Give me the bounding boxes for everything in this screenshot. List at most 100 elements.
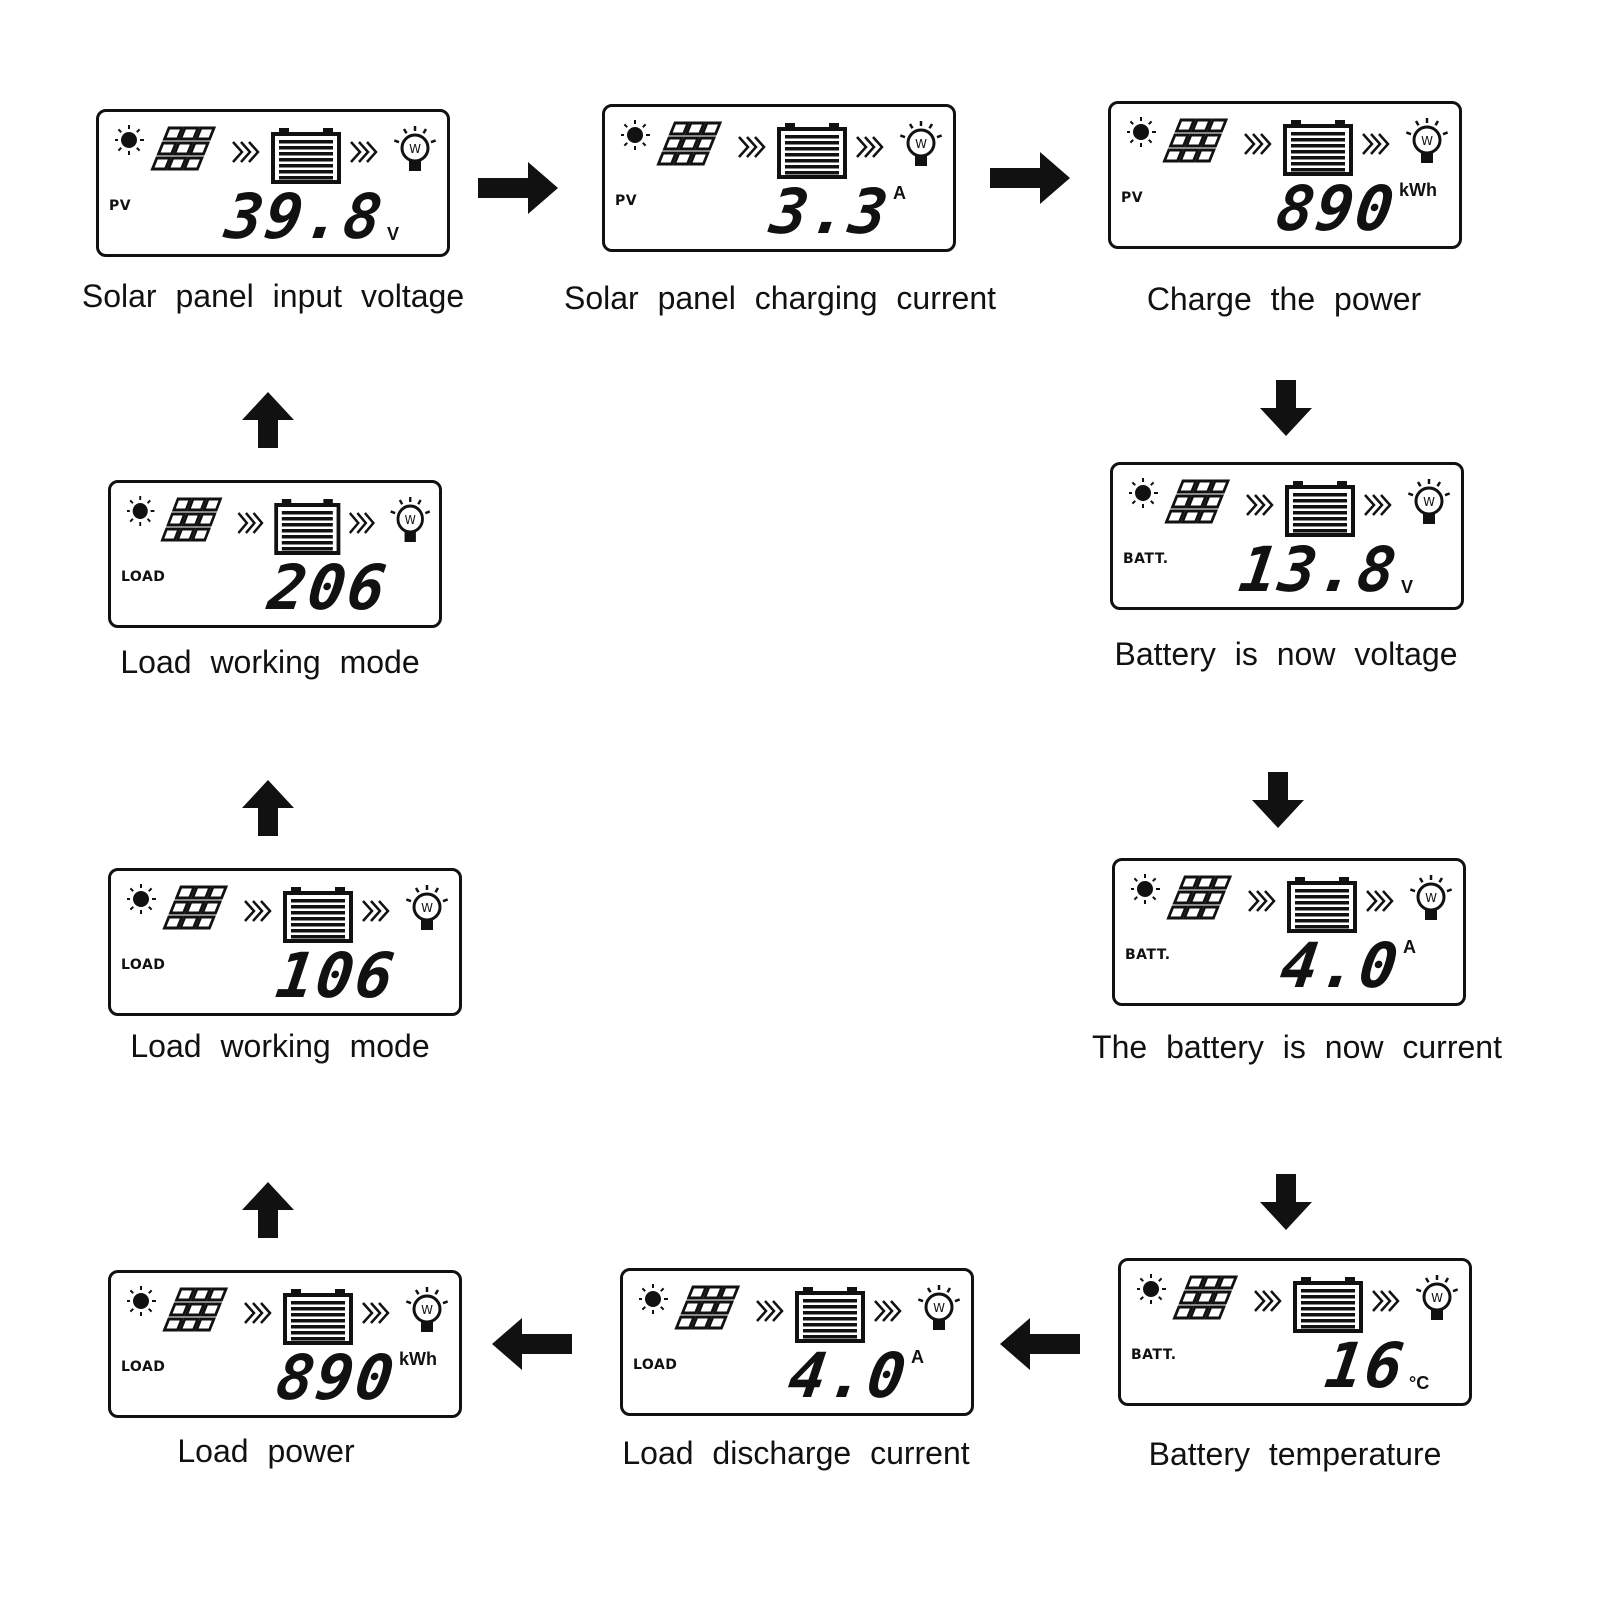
reading-value: 106 [271, 939, 401, 1012]
lcd-panel-batt-voltage: W BATT. 13.8 V [1110, 462, 1464, 610]
sun-icon [126, 1286, 156, 1316]
mode-label: PV [1121, 190, 1144, 206]
reading-value: 16 [1321, 1329, 1411, 1402]
status-icons-row: W [1126, 110, 1449, 176]
solar-panel-icon [674, 1285, 741, 1330]
reading-value: 13.8 [1234, 533, 1403, 606]
bulb-icon: W [405, 885, 449, 930]
bulb-icon: W [899, 121, 943, 166]
flow-chevrons-icon [1364, 494, 1392, 516]
battery-icon [274, 499, 341, 555]
solar-panel-icon [1162, 118, 1229, 163]
reading-unit: kWh [399, 1349, 437, 1369]
svg-text:W: W [409, 142, 421, 156]
bulb-icon: W [393, 126, 437, 171]
solar-panel-icon [162, 1287, 229, 1332]
solar-panel-icon [160, 497, 223, 542]
svg-text:W: W [1431, 1291, 1443, 1305]
status-icons-row: W [1130, 867, 1453, 933]
status-icons-row: W [1128, 471, 1451, 537]
flow-chevrons-icon [874, 1300, 902, 1322]
solar-panel-icon [1172, 1275, 1239, 1320]
lcd-panel-pv-energy: W PV 890 kWh [1108, 101, 1462, 249]
mode-label: LOAD [121, 1359, 166, 1375]
reading-value: 890 [1271, 172, 1401, 245]
svg-text:W: W [421, 1303, 433, 1317]
flow-arrow-down [1252, 772, 1304, 828]
bulb-icon: W [390, 497, 431, 542]
caption-load-power: Load power [177, 1433, 355, 1469]
lcd-panel-batt-temp: W BATT. 16 °C [1118, 1258, 1472, 1406]
bulb-icon: W [1405, 118, 1449, 163]
flow-chevrons-icon [756, 1300, 784, 1322]
solar-panel-icon [656, 121, 723, 166]
status-icons-row: W [1136, 1267, 1459, 1333]
reading-value: 4.0 [1275, 929, 1405, 1002]
bulb-icon: W [405, 1287, 449, 1332]
lcd-panel-load-mode-106: W LOAD 106 [108, 868, 462, 1016]
battery-icon [777, 123, 847, 179]
reading-unit: A [893, 183, 906, 203]
caption-batt-temp: Battery temperature [1148, 1436, 1442, 1472]
sun-icon [1136, 1274, 1166, 1304]
flow-chevrons-icon [232, 141, 260, 163]
sun-icon [1128, 478, 1158, 508]
flow-chevrons-icon [362, 900, 390, 922]
sun-icon [126, 496, 155, 526]
bulb-icon: W [1415, 1275, 1459, 1320]
mode-label: PV [615, 193, 638, 209]
flow-chevrons-icon [1372, 1290, 1400, 1312]
solar-panel-icon [162, 885, 229, 930]
flow-chevrons-icon [244, 1302, 272, 1324]
sun-icon [1130, 874, 1160, 904]
lcd-panel-load-mode-206: W LOAD 206 [108, 480, 442, 628]
sun-icon [126, 884, 156, 914]
reading-unit: kWh [1399, 180, 1437, 200]
flow-arrow-left [1000, 1318, 1080, 1370]
mode-label: LOAD [121, 957, 166, 973]
flow-arrow-up [242, 392, 294, 448]
mode-label: BATT. [1131, 1347, 1177, 1363]
sun-icon [638, 1284, 668, 1314]
status-icons-row: W [114, 118, 437, 184]
svg-text:W: W [405, 513, 417, 527]
caption-pv-voltage: Solar panel input voltage [81, 278, 465, 314]
battery-icon [1293, 1277, 1363, 1333]
battery-icon [1283, 120, 1353, 176]
lcd-panel-load-current: W LOAD 4.0 A [620, 1268, 974, 1416]
svg-text:W: W [915, 137, 927, 151]
reading-unit: V [1401, 577, 1414, 597]
status-icons-row: W [620, 113, 943, 179]
solar-panel-icon [150, 126, 217, 171]
mode-label: LOAD [633, 1357, 678, 1373]
mode-label: LOAD [121, 569, 166, 585]
flow-chevrons-icon [237, 512, 264, 534]
sun-icon [114, 125, 144, 155]
caption-load-mode-206: Load working mode [120, 644, 420, 680]
status-icons-row: W [126, 489, 431, 555]
flow-arrow-down [1260, 380, 1312, 436]
flow-chevrons-icon [1246, 494, 1274, 516]
reading-unit: °C [1409, 1373, 1430, 1393]
battery-icon [1287, 877, 1357, 933]
caption-batt-voltage: Battery is now voltage [1114, 636, 1458, 672]
bulb-icon: W [1407, 479, 1451, 524]
svg-text:W: W [933, 1301, 945, 1315]
bulb-icon: W [1409, 875, 1453, 920]
mode-label: BATT. [1123, 551, 1169, 567]
flow-arrow-up [242, 1182, 294, 1238]
lcd-panel-batt-current: W BATT. 4.0 A [1112, 858, 1466, 1006]
caption-charge-power: Charge the power [1146, 281, 1422, 317]
flow-chevrons-icon [1254, 1290, 1282, 1312]
flow-arrow-up [242, 780, 294, 836]
flow-arrow-down [1260, 1174, 1312, 1230]
svg-text:W: W [1421, 134, 1433, 148]
battery-icon [1285, 481, 1355, 537]
reading-value: 4.0 [783, 1339, 913, 1412]
lcd-panel-load-power: W LOAD 890 kWh [108, 1270, 462, 1418]
solar-panel-icon [1166, 875, 1233, 920]
flow-chevrons-icon [350, 141, 378, 163]
battery-icon [283, 887, 353, 943]
caption-pv-current: Solar panel charging current [563, 280, 996, 316]
status-icons-row: W [126, 1279, 449, 1345]
